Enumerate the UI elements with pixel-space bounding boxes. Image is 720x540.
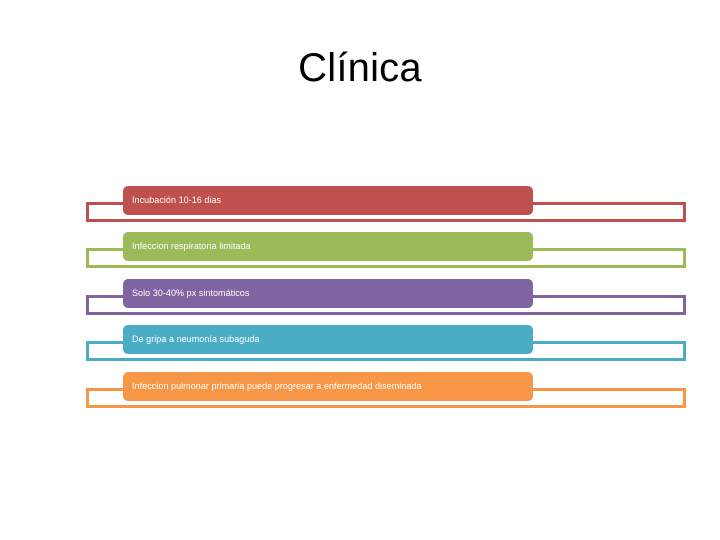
process-row[interactable]: Solo 30-40% px sintomáticos xyxy=(86,279,686,325)
process-row-label: De gripa a neumonía subaguda xyxy=(132,334,260,344)
process-row-bar[interactable]: Incubación 10-16 dias xyxy=(123,186,533,215)
process-row-bar[interactable]: Infeccion pulmonar primaria puede progre… xyxy=(123,372,533,401)
process-row-label: Solo 30-40% px sintomáticos xyxy=(132,288,250,298)
process-row-label: Incubación 10-16 dias xyxy=(132,195,222,205)
process-row-label: Infeccion respiratoria limitada xyxy=(132,241,251,251)
process-row[interactable]: De gripa a neumonía subaguda xyxy=(86,325,686,371)
process-row[interactable]: Infeccion pulmonar primaria puede progre… xyxy=(86,372,686,418)
process-row-bar[interactable]: Infeccion respiratoria limitada xyxy=(123,232,533,261)
page-title: Clínica xyxy=(298,46,422,90)
process-row-bar[interactable]: Solo 30-40% px sintomáticos xyxy=(123,279,533,308)
process-row[interactable]: Incubación 10-16 dias xyxy=(86,186,686,232)
process-row-bar[interactable]: De gripa a neumonía subaguda xyxy=(123,325,533,354)
process-row[interactable]: Infeccion respiratoria limitada xyxy=(86,232,686,278)
process-row-label: Infeccion pulmonar primaria puede progre… xyxy=(132,381,422,391)
